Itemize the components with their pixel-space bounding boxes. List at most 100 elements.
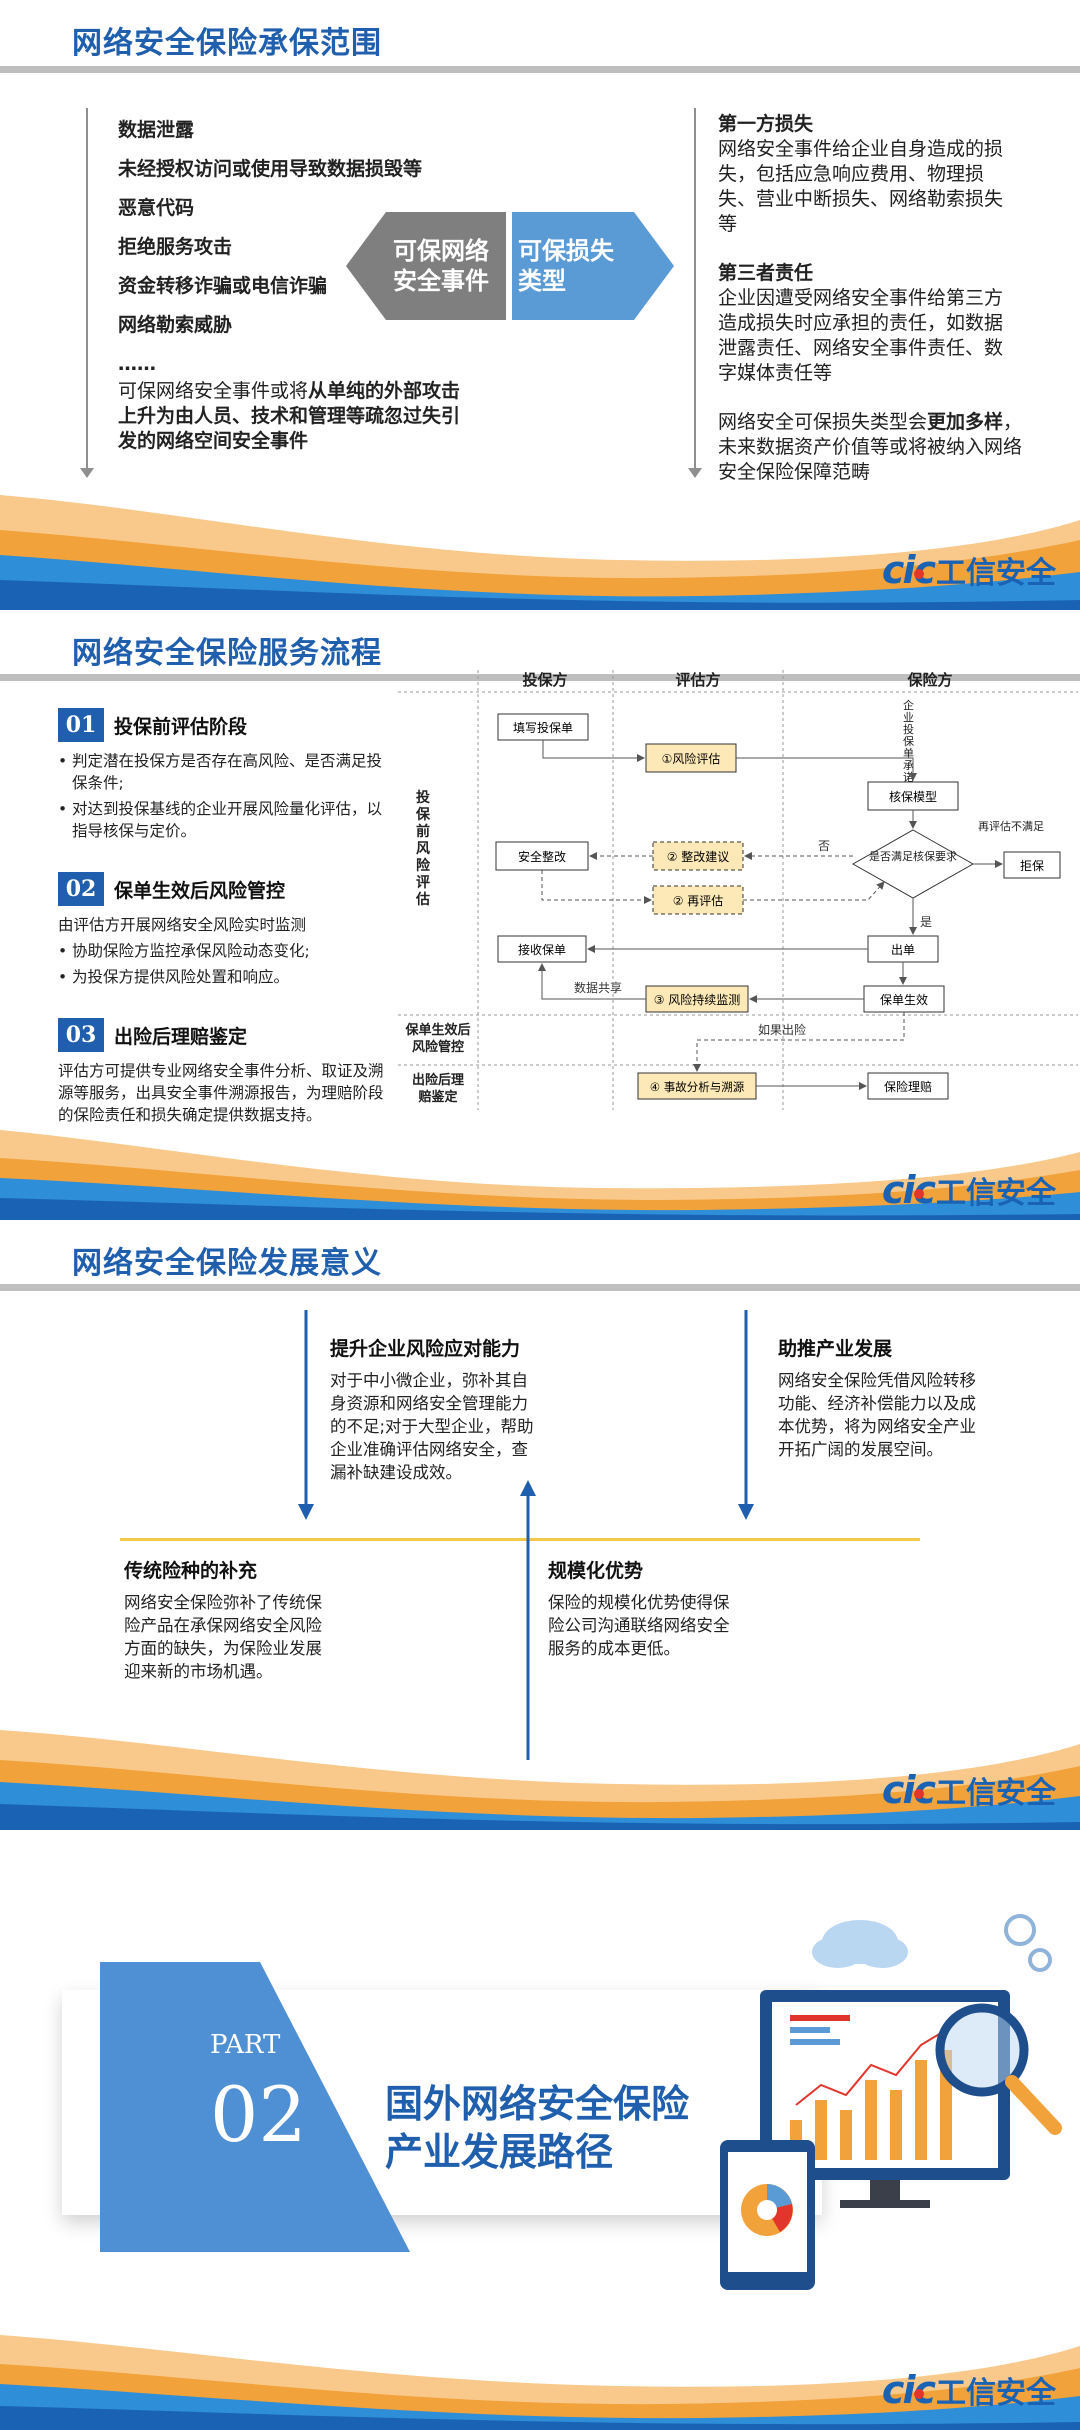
part-title: 国外网络安全保险 产业发展路径 [385,2080,689,2176]
note-bold: 从单纯的外部攻击上升为由人员、技术和管理等疏忽过失引发的网络空间安全事件 [118,380,461,452]
col-header: 保险方 [906,671,952,689]
title-divider [0,1284,1080,1291]
event-item: …… [118,353,156,375]
step-number: 03 [58,1018,104,1052]
trend-text: 网络安全可保损失类型会 [718,411,928,433]
phase-label: 保单生效后风险管控 [405,1023,471,1055]
logo-cn: 工信安全 [936,2376,1056,2411]
logo-dot-icon [914,1189,924,1199]
node-receive: 接收保单 [518,942,566,957]
cloud-icon [812,1920,908,1968]
trend-bold: 更加多样 [927,411,1004,433]
event-item: 拒绝服务攻击 [118,236,233,258]
node-security-fix: 安全整改 [518,849,566,864]
node-promise: 企业投保单承诺 [903,699,914,784]
step-title: 投保前评估阶段 [114,715,248,738]
part-number: 02 [210,2070,307,2159]
logo-cn: 工信安全 [936,1776,1056,1811]
slide-title: 网络安全保险承保范围 [72,26,382,61]
bar-chart-icon [790,2015,952,2160]
step-title: 保单生效后风险管控 [114,879,286,902]
label-data-share: 数据共享 [574,980,622,995]
logo-dot-icon [914,569,924,579]
event-item: 网络勒索威胁 [118,314,233,336]
arrow-up-icon [520,1480,536,1760]
node-fix-advice: ② 整改建议 [667,849,730,864]
footer-wave [0,1130,1080,1220]
col-header: 投保方 [522,671,567,689]
item-traditional: 传统险种的补充 网络安全保险弥补了传统保险产品在承保网络安全风险方面的缺失，为保… [124,1560,324,1683]
footer-wave [0,1730,1080,1830]
part-title-line: 产业发展路径 [385,2130,614,2174]
step-lead: 由评估方开展网络安全风险实时监测 [58,916,307,934]
center-line [120,1538,920,1541]
node-risk-eval: ①风险评估 [662,751,721,766]
events-note: 可保网络安全事件或将从单纯的外部攻击上升为由人员、技术和管理等疏忽过失引发的网络… [118,379,478,454]
step-bullet: 判定潜在投保方是否存在高风险、是否满足投保条件; [58,750,388,794]
logo-latin: cic [881,2368,936,2412]
left-arrow-head-icon [80,468,94,478]
third-party-title: 第三者责任 [718,262,814,284]
slide-title: 网络安全保险发展意义 [72,1246,382,1281]
part-banner [100,1962,410,2252]
slide-coverage-scope: 网络安全保险承保范围 数据泄露 未经授权访问或使用导致数据损毁等 恶意代码 拒绝… [0,0,1080,610]
logo-latin: cic [881,548,936,592]
label-if-incident: 如果出险 [758,1022,806,1037]
node-monitor: ③ 风险持续监测 [654,992,741,1007]
item-text: 对于中小微企业，弥补其自身资源和网络安全管理能力的不足;对于大型企业，帮助企业准… [330,1371,534,1482]
first-party-text: 网络安全事件给企业自身造成的损失，包括应急响应费用、物理损失、营业中断损失、网络… [718,138,1004,235]
arrow-down-icon [298,1310,314,1520]
logo-cn: 工信安全 [936,556,1056,591]
note-text: 可保网络安全事件或将 [118,380,309,402]
item-title: 提升企业风险应对能力 [330,1338,521,1360]
node-issue: 出单 [891,943,915,957]
magnifier-icon [935,2003,1062,2135]
first-party-title: 第一方损失 [718,113,814,135]
step-number: 02 [58,872,104,906]
right-divider-line [694,108,696,473]
part-title-line: 国外网络安全保险 [385,2082,690,2126]
node-analysis: ④ 事故分析与溯源 [650,1080,745,1094]
logo-cn: 工信安全 [936,1176,1056,1211]
loss-types: 第一方损失 网络安全事件给企业自身造成的损失，包括应急响应费用、物理损失、营业中… [718,112,1022,509]
tablet-icon [720,2140,815,2290]
event-item: 数据泄露 [118,119,195,141]
logo-dot-icon [914,2389,924,2399]
item-text: 保险的规模化优势使得保险公司沟通联络网络安全服务的成本更低。 [548,1593,730,1658]
footer-wave [0,2335,1080,2430]
item-text: 网络安全保险凭借风险转移功能、经济补偿能力以及成本优势，将为网络安全产业开拓广阔… [778,1371,976,1459]
item-title: 助推产业发展 [778,1338,893,1360]
step-text: 评估方可提供专业网络安全事件分析、取证及溯源等服务，出具安全事件溯源报告，为理赔… [58,1062,384,1124]
gear-icon [1004,1914,1052,1972]
item-title: 规模化优势 [548,1560,644,1582]
node-reject: 拒保 [1020,859,1044,873]
item-title: 传统险种的补充 [124,1560,258,1582]
title-divider [0,66,1080,73]
phase-label: 出险后理赔鉴定 [411,1073,464,1105]
insurable-events-list: 数据泄露 未经授权访问或使用导致数据损毁等 恶意代码 拒绝服务攻击 资金转移诈骗… [118,118,460,454]
slide-part-cover: PART 02 国外网络安全保险 产业发展路径 [0,1830,1080,2430]
flow-diagram: 投保方 评估方 保险方 投保前风险评估 保单生效后风险管控 出险后理赔鉴定 填写… [398,670,1078,1110]
trend-suffix: ，未来数据资产价值等或将被纳入网络安全保险保障范畴 [718,411,1023,483]
analytics-illustration [720,1914,1062,2290]
step-bullet: 为投保方提供风险处置和响应。 [58,966,388,988]
node-re-eval: ② 再评估 [673,894,724,908]
event-item: 未经授权访问或使用导致数据损毁等 [118,158,423,180]
right-arrow-head-icon [688,468,702,478]
node-claim: 保险理赔 [884,1079,932,1094]
event-item: 恶意代码 [118,197,195,219]
node-underwrite: 核保模型 [889,790,937,804]
item-text: 网络安全保险弥补了传统保险产品在承保网络安全风险方面的缺失，为保险业发展迎来新的… [124,1593,322,1681]
label-yes: 是 [920,915,932,929]
node-fill-form: 填写投保单 [513,720,573,735]
arrow-down-icon [738,1310,754,1520]
item-industry: 助推产业发展 网络安全保险凭借风险转移功能、经济补偿能力以及成本优势，将为网络安… [778,1338,988,1461]
title-divider [0,674,1080,681]
